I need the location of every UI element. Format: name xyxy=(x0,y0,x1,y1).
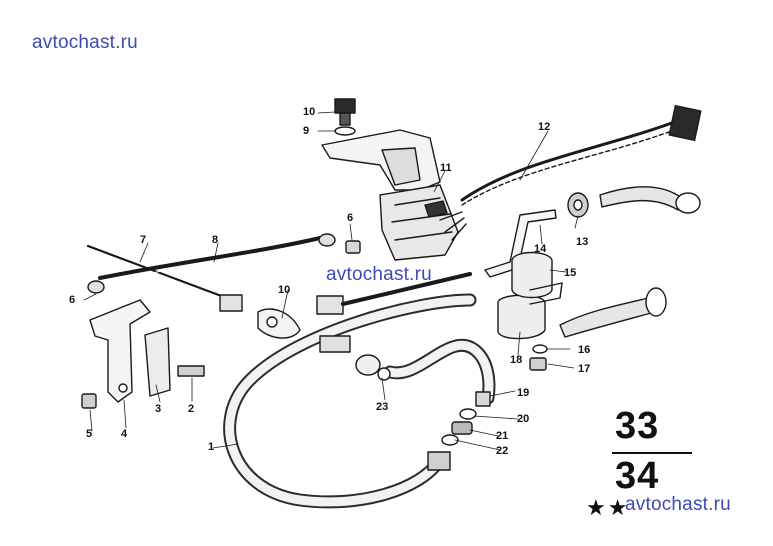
callout-16: 15 xyxy=(564,267,577,279)
callout-22: 21 xyxy=(496,430,509,442)
watermark-top-left: avtochast.ru xyxy=(32,32,138,53)
watermark-center: avtochast.ru xyxy=(326,264,432,285)
callout-15: 14 xyxy=(534,243,547,255)
group-number-top: 33 xyxy=(615,405,660,447)
banjo-fitting-part xyxy=(319,335,491,471)
coupling-part xyxy=(219,272,472,339)
rod-8-part xyxy=(98,236,322,280)
callout-10: 9 xyxy=(303,125,310,137)
pipe-15-part xyxy=(484,209,557,278)
callout-4: 4 xyxy=(121,428,128,440)
callout-6-lower: 6 xyxy=(69,294,76,306)
callout-6-upper: 6 xyxy=(347,212,354,224)
group-divider xyxy=(612,452,692,454)
callout-2: 2 xyxy=(188,403,195,415)
callout-23: 22 xyxy=(496,445,509,457)
star-icons: ★★ xyxy=(586,495,630,520)
callout-14: 13 xyxy=(576,236,589,248)
callout-9: 10 xyxy=(278,284,291,296)
nut-18-part xyxy=(529,357,547,371)
watermark-bottom-right: avtochast.ru xyxy=(625,494,731,515)
callout-11: 10 xyxy=(303,106,316,118)
callout-24: 23 xyxy=(376,401,389,413)
callout-13: 12 xyxy=(538,121,551,133)
hose-upper-right-part xyxy=(599,186,683,211)
callout-3: 3 xyxy=(155,403,162,415)
callout-19: 18 xyxy=(510,354,523,366)
hose-lower-right-part xyxy=(559,297,656,338)
washer-part xyxy=(532,344,548,354)
callout-5: 5 xyxy=(86,428,93,440)
callout-21: 20 xyxy=(517,413,530,425)
group-number-bottom: 34 xyxy=(615,455,660,497)
nut-6-part xyxy=(345,240,361,254)
callout-18: 17 xyxy=(578,363,591,375)
leader-lines xyxy=(83,111,579,451)
rod-7-part xyxy=(86,244,234,302)
bushing-part xyxy=(497,251,563,340)
mount-bracket-part xyxy=(81,299,205,409)
relay-bracket-part xyxy=(321,129,459,261)
callout-7: 7 xyxy=(140,234,147,246)
union-nut-part xyxy=(675,192,701,214)
grommet-part xyxy=(567,192,589,218)
callout-20: 19 xyxy=(517,387,530,399)
callout-8: 8 xyxy=(212,234,219,246)
callout-17: 16 xyxy=(578,344,591,356)
bolt-part xyxy=(334,98,356,136)
wiring-harness-part xyxy=(439,104,702,241)
callout-1: 1 xyxy=(208,441,215,453)
callout-12: 11 xyxy=(440,162,452,174)
